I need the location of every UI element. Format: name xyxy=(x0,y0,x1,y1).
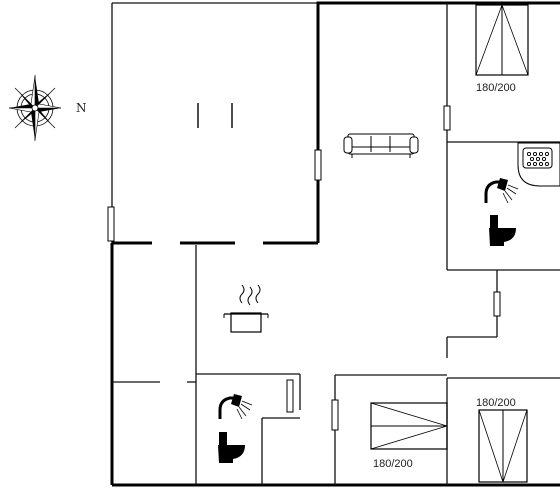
toilet-icon xyxy=(218,432,245,463)
window-corridor xyxy=(493,291,501,317)
wall-marks xyxy=(197,103,233,128)
bed-size-label: 180/200 xyxy=(373,458,413,470)
bed-bottom-right: 180/200 xyxy=(476,397,528,483)
window-living xyxy=(314,149,322,181)
shower-icon xyxy=(484,178,519,204)
windows xyxy=(107,105,501,431)
cooking-pot-icon xyxy=(223,284,269,333)
bed-top-right: 180/200 xyxy=(475,4,529,94)
shower-icon xyxy=(218,394,253,420)
whirlpool-bath-icon xyxy=(517,142,560,187)
window-bedroom-top xyxy=(443,105,451,131)
window-left xyxy=(107,206,115,242)
north-label: N xyxy=(76,101,87,115)
window-bath xyxy=(286,379,294,413)
toilet-icon xyxy=(489,215,516,246)
bed-size-label: 180/200 xyxy=(476,82,516,94)
bed-middle: 180/200 xyxy=(370,402,448,470)
compass-rose-icon xyxy=(8,75,62,141)
sofa-icon xyxy=(343,133,419,158)
bed-size-label: 180/200 xyxy=(476,397,516,409)
interior-walls xyxy=(111,2,560,485)
window-bedroom-mid xyxy=(331,399,339,431)
